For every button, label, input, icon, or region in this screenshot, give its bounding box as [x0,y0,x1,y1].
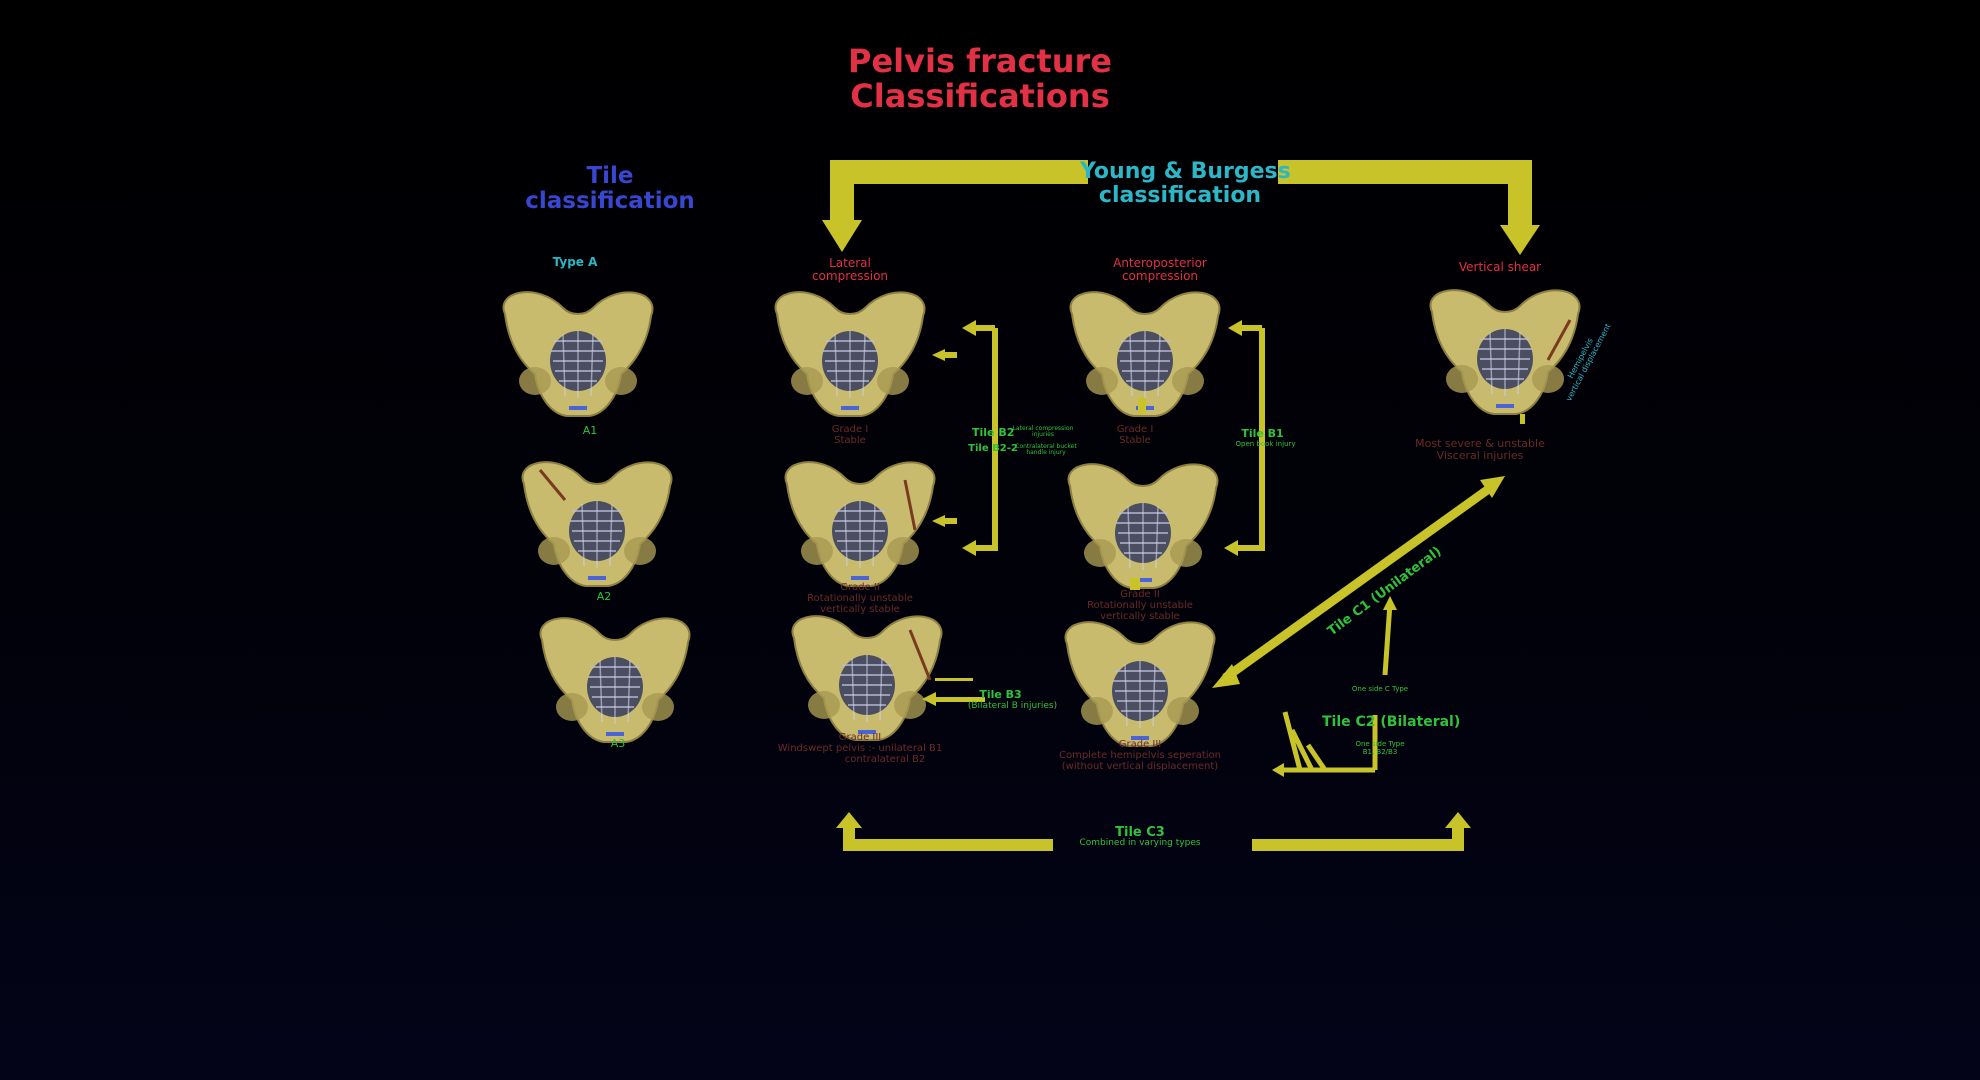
tile-c3-label: Tile C3 [1115,825,1165,840]
page-title-line2: Classifications [850,76,1110,115]
tile-b1-note: Open book injury [1235,440,1296,448]
lc-arrowheads [932,320,976,556]
pelvis-image-lc-grade3 [790,614,944,742]
lc-grade2-desc1: Rotationally unstable [807,592,913,604]
tile-heading-line2: classification [525,187,695,214]
pelvis-image-ap-grade3 [1063,620,1217,748]
lc-grade3-desc2: contralateral B2 [844,753,926,765]
tile-heading: Tile classification [510,164,710,214]
vertical-shear-heading: Vertical shear [1458,260,1542,274]
yb-top-arrow [822,160,1540,255]
type-a-label: Type A [552,255,598,269]
pelvis-image-a1 [501,290,655,418]
lc-grade1-label: Grade I Stable [790,424,910,447]
ap-heading-line1: Anteroposterior [1113,256,1207,270]
pelvis-image-lc-grade2 [783,460,937,588]
tile-b3-note: (Bilateral B injuries) [967,701,1058,711]
tile-b2-2-note2: handle injury [1026,449,1066,457]
ap-grade1-label: Grade I Stable [1075,424,1195,447]
c1-arrow [1212,414,1525,688]
tile-c2-note-bottom: One side Type B1, B2/B3 [1345,740,1415,756]
ap-grade2-desc1: Rotationally unstable [1087,599,1193,611]
tile-b1-label: Tile B1 [1241,427,1284,440]
tile-c3-note: Combined in varying types [1079,838,1201,848]
ap-grade3-desc1: Complete hemipelvis seperation [1058,749,1221,761]
ap-grade1-title: Grade I [1116,424,1154,435]
tile-c2-note-bottom1: One side Type [1355,740,1405,748]
ap-compression-heading: Anteroposterior compression [1095,257,1225,283]
tile-b2-2-note: Contralateral bucket handle injury [1015,443,1077,457]
vertical-shear-desc1: Most severe & unstable [1415,437,1545,450]
c2-arrowheads [1272,596,1397,777]
lc-grade2-label: Grade II Rotationally unstable verticall… [780,582,940,615]
b3-arrow [922,678,985,706]
lateral-heading-line1: Lateral [829,256,871,270]
ap-grade3-title: Grade III [1118,739,1162,750]
vertical-shear-desc: Most severe & unstable Visceral injuries [1400,438,1560,462]
pelvis-image-lc-grade1 [773,290,927,418]
tile-b2-2-label: Tile B2-2 [968,443,1018,454]
tile-c2-note-bottom2: B1, B2/B3 [1362,747,1398,756]
yb-heading-line1: Young & Burgess [1080,159,1291,184]
lateral-heading-line2: compression [811,268,889,283]
fracture-lines [538,319,1572,681]
pelvis-image-ap-grade1 [1068,290,1222,418]
tile-b2-label: Tile B2 [972,426,1015,439]
ap-grade2-label: Grade II Rotationally unstable verticall… [1060,589,1220,622]
ap-arrowheads [1130,320,1242,590]
lc-grade3-title: Grade III [838,732,882,743]
lc-grade3-desc1: Windswept pelvis :- unilateral B1 [777,742,943,754]
ap-grade2-title: Grade II [1120,589,1160,600]
pelvis-image-a2 [520,460,674,588]
ap-grade3-desc2: (without vertical displacement) [1061,760,1219,772]
pelvis-image-ap-grade2 [1066,462,1220,590]
a3-label: A3 [610,737,626,750]
c2-arrows [1278,602,1393,773]
page-title: Pelvis fracture Classifications [840,44,1120,113]
tile-b2-note2: injuries [1032,431,1054,439]
ap-grade3-label: Grade III Complete hemipelvis seperation… [1040,739,1240,772]
tile-b2-2-note1: Contralateral bucket [1015,443,1077,450]
a2-label: A2 [596,590,612,603]
yb-heading-line2: classification [1098,182,1262,208]
ap-heading-line2: compression [1121,268,1199,283]
lateral-compression-heading: Lateral compression [790,257,910,283]
tile-b2-note: Lateral compression injuries [1012,425,1074,439]
lc-grade2-title: Grade II [840,582,880,593]
lc-grade2-desc2: vertically stable [820,603,900,615]
vertical-shear-desc2: Visceral injuries [1436,448,1524,462]
a1-label: A1 [582,424,598,437]
lc-grade1-title: Grade I [831,424,869,435]
ap-grade1-desc: Stable [1119,434,1151,446]
ap-bracket [1238,325,1265,551]
tile-heading-line1: Tile [586,163,634,189]
pelvis-image-a3 [538,616,692,744]
tile-b3-label: Tile B3 [979,688,1022,701]
tile-c2-label: Tile C2 (Bilateral) [1322,714,1461,730]
page-title-line1: Pelvis fracture [848,42,1112,80]
tile-c2-note-top: One side C Type [1351,685,1409,693]
lc-grade1-desc: Stable [834,434,866,446]
ap-grade2-desc2: vertically stable [1100,610,1180,622]
tile-b2-note1: Lateral compression [1012,425,1074,432]
yb-heading: Young & Burgess classification [1080,159,1291,208]
c3-arrow [836,812,1471,851]
lc-grade3-label: Grade III Windswept pelvis :- unilateral… [760,732,960,765]
